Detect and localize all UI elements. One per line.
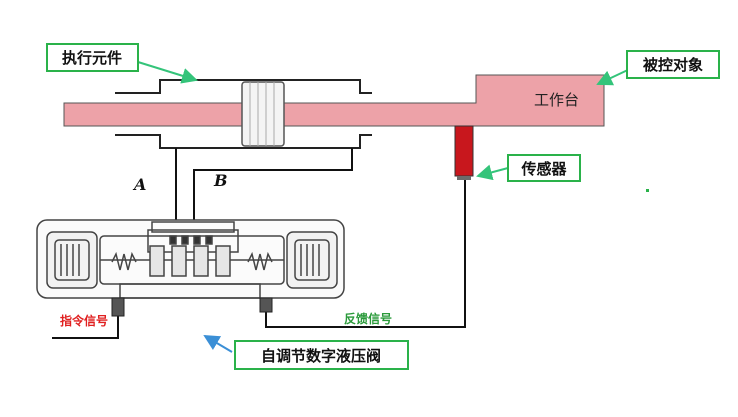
actuator-label: 执行元件 xyxy=(62,49,122,67)
command-signal-label: 指令信号 xyxy=(60,313,108,328)
stray-dot xyxy=(646,189,649,192)
feedback-wire xyxy=(265,180,466,328)
sensor-label-box xyxy=(507,154,581,182)
port-a-label: A xyxy=(132,175,146,194)
feedback-signal-label: 反馈信号 xyxy=(344,311,392,326)
hydraulic-lines xyxy=(175,148,353,222)
actuator-leader xyxy=(137,61,198,84)
sensor-tip xyxy=(457,176,471,180)
valve-connectors xyxy=(111,297,273,317)
valve-label-box xyxy=(234,340,409,370)
controlled-object-label: 被控对象 xyxy=(643,56,703,74)
sensor-leader xyxy=(476,164,509,181)
piston-rod-workbench xyxy=(63,74,605,127)
actuator-cylinder xyxy=(115,79,372,149)
controlled-object-label-box xyxy=(626,50,720,79)
valve-body xyxy=(36,219,345,299)
valve-label: 自调节数字液压阀 xyxy=(261,347,381,365)
valve-leader xyxy=(203,334,233,353)
actuator-label-box xyxy=(46,43,139,72)
command-wire xyxy=(52,316,119,339)
piston xyxy=(241,81,285,147)
workbench-label: 工作台 xyxy=(534,91,579,109)
sensor-label: 传感器 xyxy=(520,160,567,178)
sensor-block xyxy=(454,125,474,177)
port-b-label: B xyxy=(213,171,228,190)
